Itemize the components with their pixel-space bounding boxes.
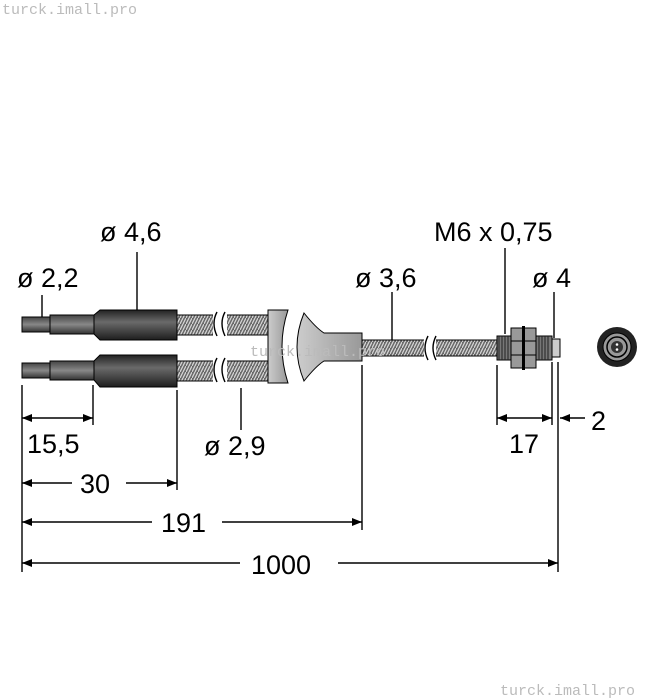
watermark-top: turck.imall.pro: [2, 2, 137, 19]
extension-lines: [21, 248, 559, 572]
dim-total-length: 1000: [251, 550, 311, 580]
label-fiber-diameter: ø 2,9: [204, 431, 266, 461]
label-sleeve-diameter: ø 4,6: [100, 217, 162, 247]
threaded-end: [496, 326, 561, 370]
fiber-head-upper: [21, 309, 269, 341]
fiber-head-lower: [21, 354, 269, 388]
dim-tip-length: 15,5: [27, 429, 80, 459]
cable-break-marks: [213, 311, 227, 384]
label-end-diameter: ø 4: [532, 263, 571, 293]
dim-end-length: 2: [591, 406, 606, 436]
label-cable-diameter: ø 3,6: [355, 263, 417, 293]
watermark-center: turck.imall.pro: [250, 344, 385, 361]
dimension-lines: [22, 414, 585, 567]
watermark-bottom: turck.imall.pro: [500, 683, 635, 700]
label-tip-diameter: ø 2,2: [17, 263, 79, 293]
dim-sleeve-length: 30: [80, 469, 110, 499]
label-thread: M6 x 0,75: [434, 217, 553, 247]
splitter: [267, 309, 498, 384]
dim-split-length: 191: [161, 508, 206, 538]
end-view: [597, 327, 637, 367]
dim-thread-length: 17: [509, 429, 539, 459]
